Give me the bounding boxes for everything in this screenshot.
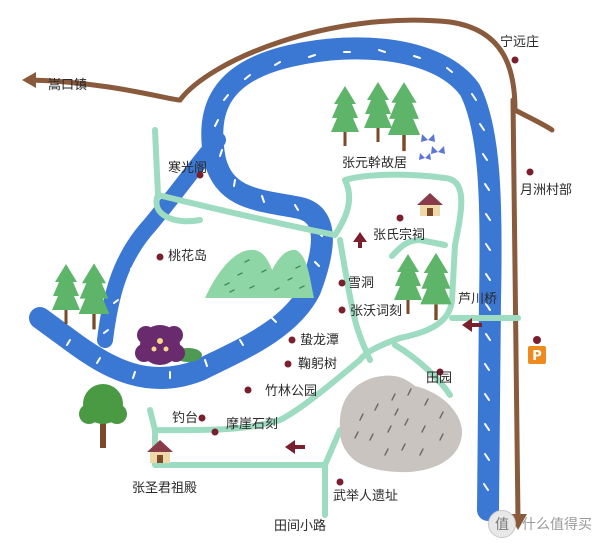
label-diaotai: 钓台 bbox=[172, 411, 199, 426]
label-xuedong: 雪洞 bbox=[348, 276, 375, 291]
label-hanguang: 寒光阁 bbox=[168, 161, 208, 176]
location-markers bbox=[156, 56, 534, 486]
label-ningyuan: 宁远庄 bbox=[500, 35, 540, 50]
label-songkou: 嵩口镇 bbox=[48, 78, 88, 93]
field-tianyuan bbox=[339, 375, 463, 473]
hill-large bbox=[205, 249, 284, 298]
arrow-icon bbox=[285, 440, 305, 454]
arrow-icon bbox=[353, 232, 367, 248]
watermark-badge: 值 bbox=[488, 510, 516, 538]
label-yuezhou: 月洲村部 bbox=[520, 183, 573, 198]
tree-icon bbox=[331, 86, 359, 146]
butterfly-icon bbox=[431, 146, 445, 154]
trail-network bbox=[147, 127, 521, 518]
tree-icon bbox=[420, 252, 452, 321]
label-tianyuan: 田园 bbox=[426, 371, 453, 386]
house-icon bbox=[147, 440, 173, 463]
flower-icon bbox=[135, 325, 202, 365]
house-icon bbox=[417, 193, 443, 216]
label-zhangshi: 张氏宗祠 bbox=[373, 228, 426, 243]
label-tianjian: 田间小路 bbox=[274, 519, 327, 534]
tree-icon bbox=[364, 82, 392, 142]
road-arrow-west bbox=[22, 72, 36, 88]
label-jugong: 鞠躬树 bbox=[298, 357, 338, 372]
parking-label: P bbox=[532, 349, 542, 364]
watermark: 值 什么值得买 bbox=[488, 510, 592, 538]
watermark-text: 什么值得买 bbox=[522, 517, 592, 533]
tree-icon bbox=[394, 254, 422, 314]
road-east bbox=[510, 97, 521, 523]
arrow-icon bbox=[462, 318, 482, 332]
label-zhangwo: 张沃词刻 bbox=[350, 304, 403, 319]
river-branch bbox=[97, 132, 226, 348]
label-wuju: 武举人遗址 bbox=[333, 489, 399, 504]
label-luchuan: 芦川桥 bbox=[458, 292, 498, 307]
label-zhelong: 蛰龙潭 bbox=[300, 333, 340, 348]
butterfly-icon bbox=[421, 134, 435, 142]
butterfly-icon bbox=[419, 153, 431, 160]
label-zhangyuan: 张元幹故居 bbox=[342, 156, 408, 171]
label-taohua: 桃花岛 bbox=[168, 249, 208, 264]
hill-small bbox=[262, 249, 314, 298]
label-moya: 摩崖石刻 bbox=[226, 417, 279, 432]
tree-icon bbox=[387, 82, 421, 152]
tree-icon bbox=[79, 384, 127, 448]
hill-texture bbox=[224, 259, 305, 293]
parking-icon: P bbox=[528, 336, 546, 364]
field-texture bbox=[354, 388, 444, 456]
label-zhulin: 竹林公园 bbox=[265, 384, 318, 399]
tree-icon bbox=[52, 264, 80, 324]
label-zhangsheng: 张圣君祖殿 bbox=[132, 481, 198, 496]
tree-icon bbox=[78, 263, 110, 330]
